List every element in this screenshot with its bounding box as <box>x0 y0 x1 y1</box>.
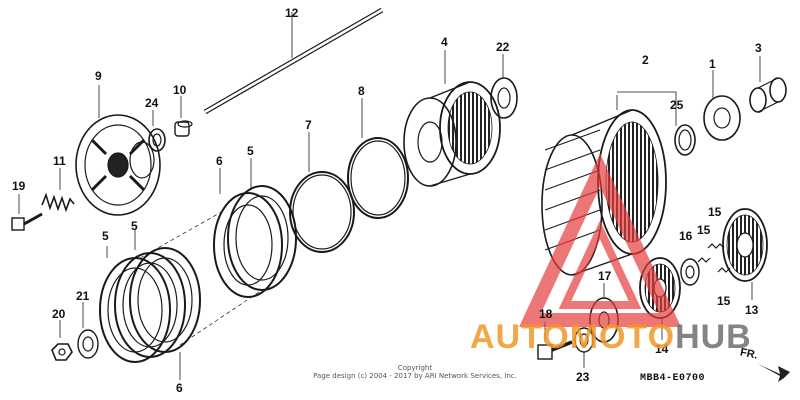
callout-4: 4 <box>441 35 448 49</box>
callout-17: 17 <box>598 269 612 283</box>
part-9-pressure-plate <box>75 85 161 216</box>
callout-13: 13 <box>745 303 759 317</box>
part-3-sleeve <box>749 56 787 113</box>
callout-6-upper: 6 <box>216 154 223 168</box>
callout-12: 12 <box>285 6 299 20</box>
callout-24: 24 <box>145 96 159 110</box>
callout-21: 21 <box>76 289 90 303</box>
part-19-bolt <box>11 194 43 231</box>
part-7-judder-spring <box>289 132 355 253</box>
diagram-code: MBB4-E0700 <box>640 373 706 384</box>
part-20-lock-nut <box>51 320 73 361</box>
copyright-text: Page design (c) 2004 - 2017 by ARI Netwo… <box>313 372 517 380</box>
watermark-text: AUTOMOTOHUB <box>470 318 752 357</box>
part-13-primary-gear <box>722 208 768 300</box>
callout-6-lower: 6 <box>176 381 183 395</box>
part-12-pushrod <box>203 7 384 115</box>
part-4-clutch-center <box>403 50 501 187</box>
part-16-washer <box>680 258 700 286</box>
callout-11: 11 <box>53 154 66 168</box>
callout-3: 3 <box>755 41 762 55</box>
part-1-collar <box>703 70 741 141</box>
callout-18: 18 <box>539 307 553 321</box>
part-11-clutch-spring <box>41 168 75 213</box>
callout-25: 25 <box>670 98 684 112</box>
callout-19: 19 <box>12 179 26 193</box>
part-21-lock-washer <box>77 302 99 359</box>
callout-5-left: 5 <box>102 229 109 243</box>
callout-14: 14 <box>655 342 669 356</box>
callout-15-bottom: 15 <box>717 294 731 308</box>
part-15-damper-springs <box>697 243 731 273</box>
part-23-washer <box>574 327 594 368</box>
part-24-bearing <box>148 110 166 152</box>
part-18-bolt <box>537 322 573 360</box>
callout-15-top: 15 <box>708 205 722 219</box>
part-25-needle-bearing <box>674 112 696 156</box>
callout-7: 7 <box>305 118 312 132</box>
copyright-title: Copyright <box>397 364 433 372</box>
callout-15-mid: 15 <box>697 223 711 237</box>
part-5-6-disc-stack-front <box>99 230 201 380</box>
callout-5-mid: 5 <box>131 219 138 233</box>
front-arrow-icon <box>758 364 790 382</box>
callout-23: 23 <box>576 370 590 384</box>
watermark-part-1: AUTOMOTO <box>470 318 676 356</box>
callout-10: 10 <box>173 83 187 97</box>
copyright-notice: Copyright Page design (c) 2004 - 2017 by… <box>300 364 530 380</box>
watermark-part-2: HUB <box>675 318 752 356</box>
callout-16: 16 <box>679 229 693 243</box>
callout-9: 9 <box>95 69 102 83</box>
part-5-6-disc-pair <box>139 158 297 346</box>
callout-8: 8 <box>358 84 365 98</box>
watermark-logo <box>519 153 681 327</box>
callout-22: 22 <box>496 40 510 54</box>
part-10-lifter-piece <box>174 96 193 137</box>
callout-5-right: 5 <box>247 144 254 158</box>
callout-2: 2 <box>642 53 649 67</box>
callout-20: 20 <box>52 307 66 321</box>
callout-1: 1 <box>709 57 716 71</box>
part-22-thrust-washer <box>490 54 518 119</box>
part-8-spring-seat <box>347 98 409 219</box>
